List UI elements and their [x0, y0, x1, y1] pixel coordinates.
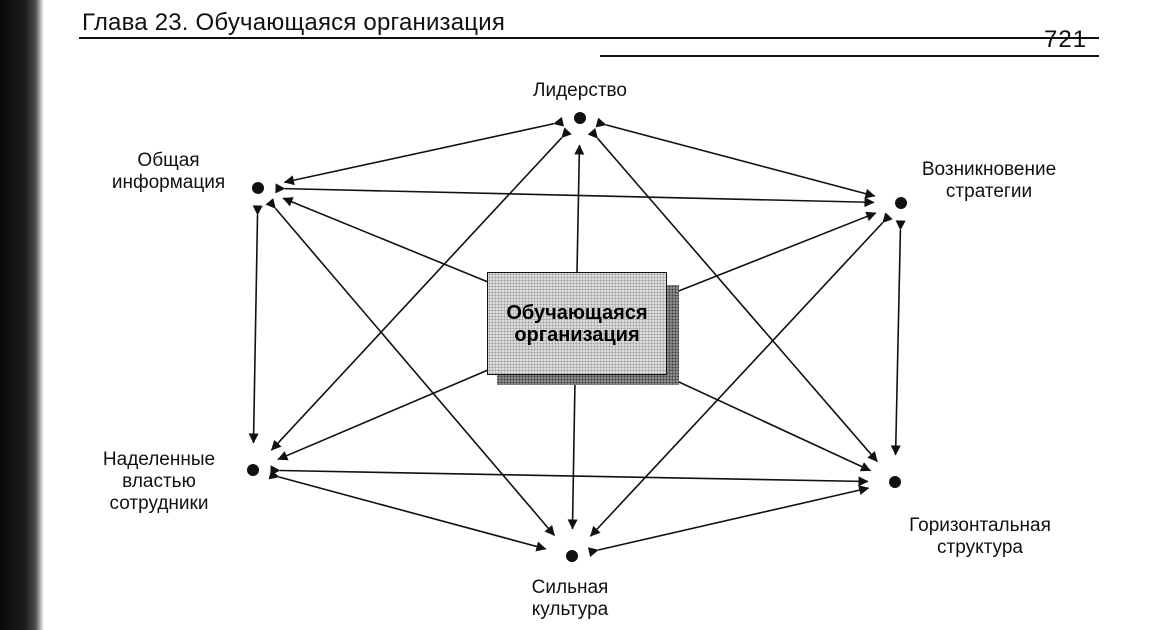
node-label-empowered-employees: Наделенные властью сотрудники — [102, 449, 216, 514]
node-dot-horizontal-structure — [889, 476, 901, 488]
node-label-strong-culture: Сильная культура — [531, 577, 609, 620]
center-link-emerging-strategy — [665, 211, 877, 297]
link-leadership-shared-information — [283, 116, 564, 186]
chapter-title: Глава 23. Обучающаяся организация — [82, 9, 506, 36]
center-link-shared-information — [282, 197, 489, 283]
node-label-emerging-strategy: Возникновение стратегии — [921, 159, 1057, 202]
header-rule-secondary — [600, 55, 1099, 57]
center-link-leadership — [574, 144, 585, 273]
center-label: Обучающаяся организация — [506, 301, 648, 346]
center-link-strong-culture — [567, 379, 578, 530]
node-dot-emerging-strategy — [895, 197, 907, 209]
link-shared-information-emerging-strategy — [275, 183, 875, 208]
node-label-shared-information: Общая информация — [111, 150, 226, 193]
link-strong-culture-horizontal-structure — [587, 485, 870, 557]
link-emerging-strategy-horizontal-structure — [890, 220, 906, 456]
node-label-horizontal-structure: Горизонтальная структура — [909, 515, 1051, 558]
book-spine-shadow — [0, 0, 44, 630]
center-link-horizontal-structure — [665, 375, 871, 472]
node-dot-shared-information — [252, 182, 264, 194]
link-leadership-emerging-strategy — [595, 117, 876, 199]
link-empowered-employees-strong-culture — [268, 469, 547, 552]
node-dot-strong-culture — [566, 550, 578, 562]
center-box: Обучающаяся организация — [487, 272, 667, 375]
center-link-empowered-employees — [277, 369, 489, 461]
page-number: 721 — [1044, 26, 1088, 53]
node-label-leadership: Лидерство — [533, 80, 627, 101]
header-rule — [79, 37, 1099, 39]
link-shared-information-empowered-employees — [248, 205, 263, 444]
node-dot-empowered-employees — [247, 464, 259, 476]
node-dot-leadership — [574, 112, 586, 124]
